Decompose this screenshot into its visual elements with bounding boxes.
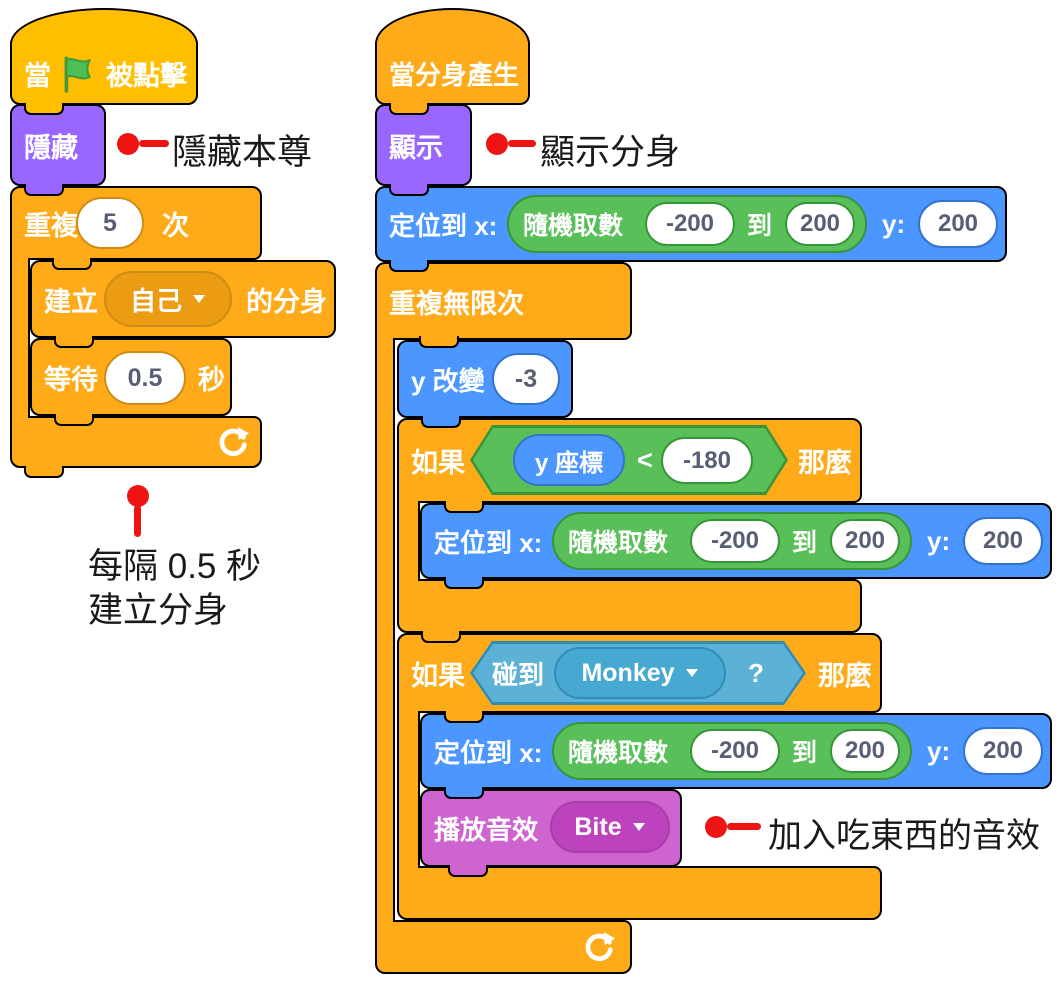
block-tab [389, 260, 429, 272]
block-tab [24, 466, 64, 478]
random-max-input[interactable]: 200 [830, 729, 900, 773]
goto-y-label: y: [927, 735, 951, 766]
if-label: 如果 [411, 660, 465, 691]
goto-y-label: y: [927, 525, 951, 556]
block-tab [24, 184, 64, 196]
random-min-input[interactable]: -200 [690, 729, 780, 773]
block-tab [444, 577, 484, 589]
show-annotation: 顯示分身 [540, 133, 681, 172]
clicked-label: 被點擊 [106, 61, 187, 91]
dropdown-arrow-icon [632, 823, 645, 831]
play-sound-label: 播放音效 [434, 814, 539, 845]
interval-annotation-line2: 建立分身 [88, 591, 229, 630]
when-flag-clicked-body[interactable] [10, 42, 198, 105]
goto-x-label: 定位到 x: [389, 210, 498, 241]
wait-seconds-input[interactable]: 0.5 [104, 351, 186, 405]
to-label: 到 [747, 212, 773, 240]
repeat-count-input[interactable]: 5 [76, 197, 144, 249]
repeat-block-wall [10, 258, 30, 418]
block-tab [389, 184, 429, 196]
loop-arrow-icon [219, 426, 250, 456]
dropdown-arrow-icon [685, 669, 698, 677]
block-tab [421, 631, 461, 643]
block-tab [421, 416, 461, 428]
goto-y-input[interactable]: 200 [918, 200, 998, 248]
block-tab [419, 336, 459, 348]
random-max-input[interactable]: 200 [785, 202, 855, 246]
hide-annotation: 隱藏本尊 [172, 133, 313, 172]
pick-random-label: 隨機取數 [523, 212, 624, 240]
clone-target-dropdown[interactable]: 自己 [104, 271, 232, 327]
annotation-line [139, 140, 169, 147]
block-tab [444, 787, 484, 799]
repeat-label: 重複 [24, 210, 78, 241]
change-y-label: y 改變 [411, 365, 485, 396]
block-tab [389, 103, 429, 115]
clone-target-value: 自己 [129, 285, 182, 316]
block-tab [448, 865, 488, 877]
goto-x-label: 定位到 x: [434, 737, 543, 768]
threshold-input[interactable]: -180 [661, 437, 753, 484]
when-label: 當 [24, 61, 51, 91]
forever-block-wall [375, 338, 395, 922]
random-min-input[interactable]: -200 [645, 202, 735, 246]
when-clone-starts-hat[interactable] [375, 8, 530, 44]
annotation-dot [117, 133, 139, 155]
goto-y-input[interactable]: 200 [963, 727, 1043, 775]
block-tab [444, 501, 484, 513]
create-label: 建立 [44, 286, 98, 317]
annotation-dot [127, 485, 149, 507]
pick-random-label: 隨機取數 [568, 739, 669, 767]
sound-dropdown[interactable]: Bite [550, 801, 670, 853]
block-tab [54, 414, 94, 426]
annotation-line [508, 140, 536, 147]
random-max-input[interactable]: 200 [830, 519, 900, 563]
if-y-block-wall [397, 501, 420, 581]
goto-y-input[interactable]: 200 [963, 517, 1043, 565]
block-tab [444, 711, 484, 723]
random-min-input[interactable]: -200 [690, 519, 780, 563]
block-tab [54, 336, 94, 348]
touching-target-value: Monkey [581, 658, 675, 687]
block-tab [52, 258, 92, 270]
touching-label: 碰到 [492, 659, 545, 690]
if-label: 如果 [411, 448, 465, 478]
when-clone-label: 當分身產生 [389, 60, 520, 90]
question-mark-label: ? [748, 657, 764, 688]
dropdown-arrow-icon [193, 295, 205, 303]
then-label: 那麼 [798, 448, 852, 478]
annotation-dot [705, 816, 727, 838]
pick-random-label: 隨機取數 [568, 529, 669, 557]
wait-label: 等待 [44, 364, 98, 395]
then-label: 那麼 [818, 660, 872, 691]
forever-label: 重複無限次 [389, 288, 524, 319]
less-than-operator: < [637, 444, 653, 475]
interval-annotation-line1: 每隔 0.5 秒 [88, 547, 262, 586]
change-y-input[interactable]: -3 [492, 353, 560, 405]
times-label: 次 [162, 210, 189, 241]
touching-target-dropdown[interactable]: Monkey [554, 647, 726, 699]
show-label: 顯示 [389, 132, 443, 163]
if-touching-block-wall [397, 711, 420, 868]
to-label: 到 [792, 529, 818, 557]
sound-annotation: 加入吃東西的音效 [768, 817, 1040, 855]
to-label: 到 [792, 739, 818, 767]
block-tab [24, 103, 64, 115]
when-flag-clicked-hat[interactable] [10, 8, 198, 44]
hide-block[interactable] [10, 104, 106, 186]
seconds-label: 秒 [198, 364, 225, 395]
loop-arrow-icon [585, 931, 616, 961]
green-flag-icon [64, 56, 91, 93]
annotation-dot [486, 133, 508, 155]
sound-value: Bite [574, 812, 622, 841]
y-position-reporter[interactable]: y 座標 [513, 434, 625, 486]
of-clone-label: 的分身 [246, 286, 327, 317]
goto-x-label: 定位到 x: [434, 527, 543, 558]
annotation-line [727, 823, 761, 830]
when-clone-starts-body[interactable] [375, 42, 530, 105]
hide-label: 隱藏 [24, 132, 78, 163]
forever-block[interactable] [375, 262, 632, 340]
goto-y-label: y: [882, 208, 906, 239]
annotation-line [134, 505, 141, 537]
